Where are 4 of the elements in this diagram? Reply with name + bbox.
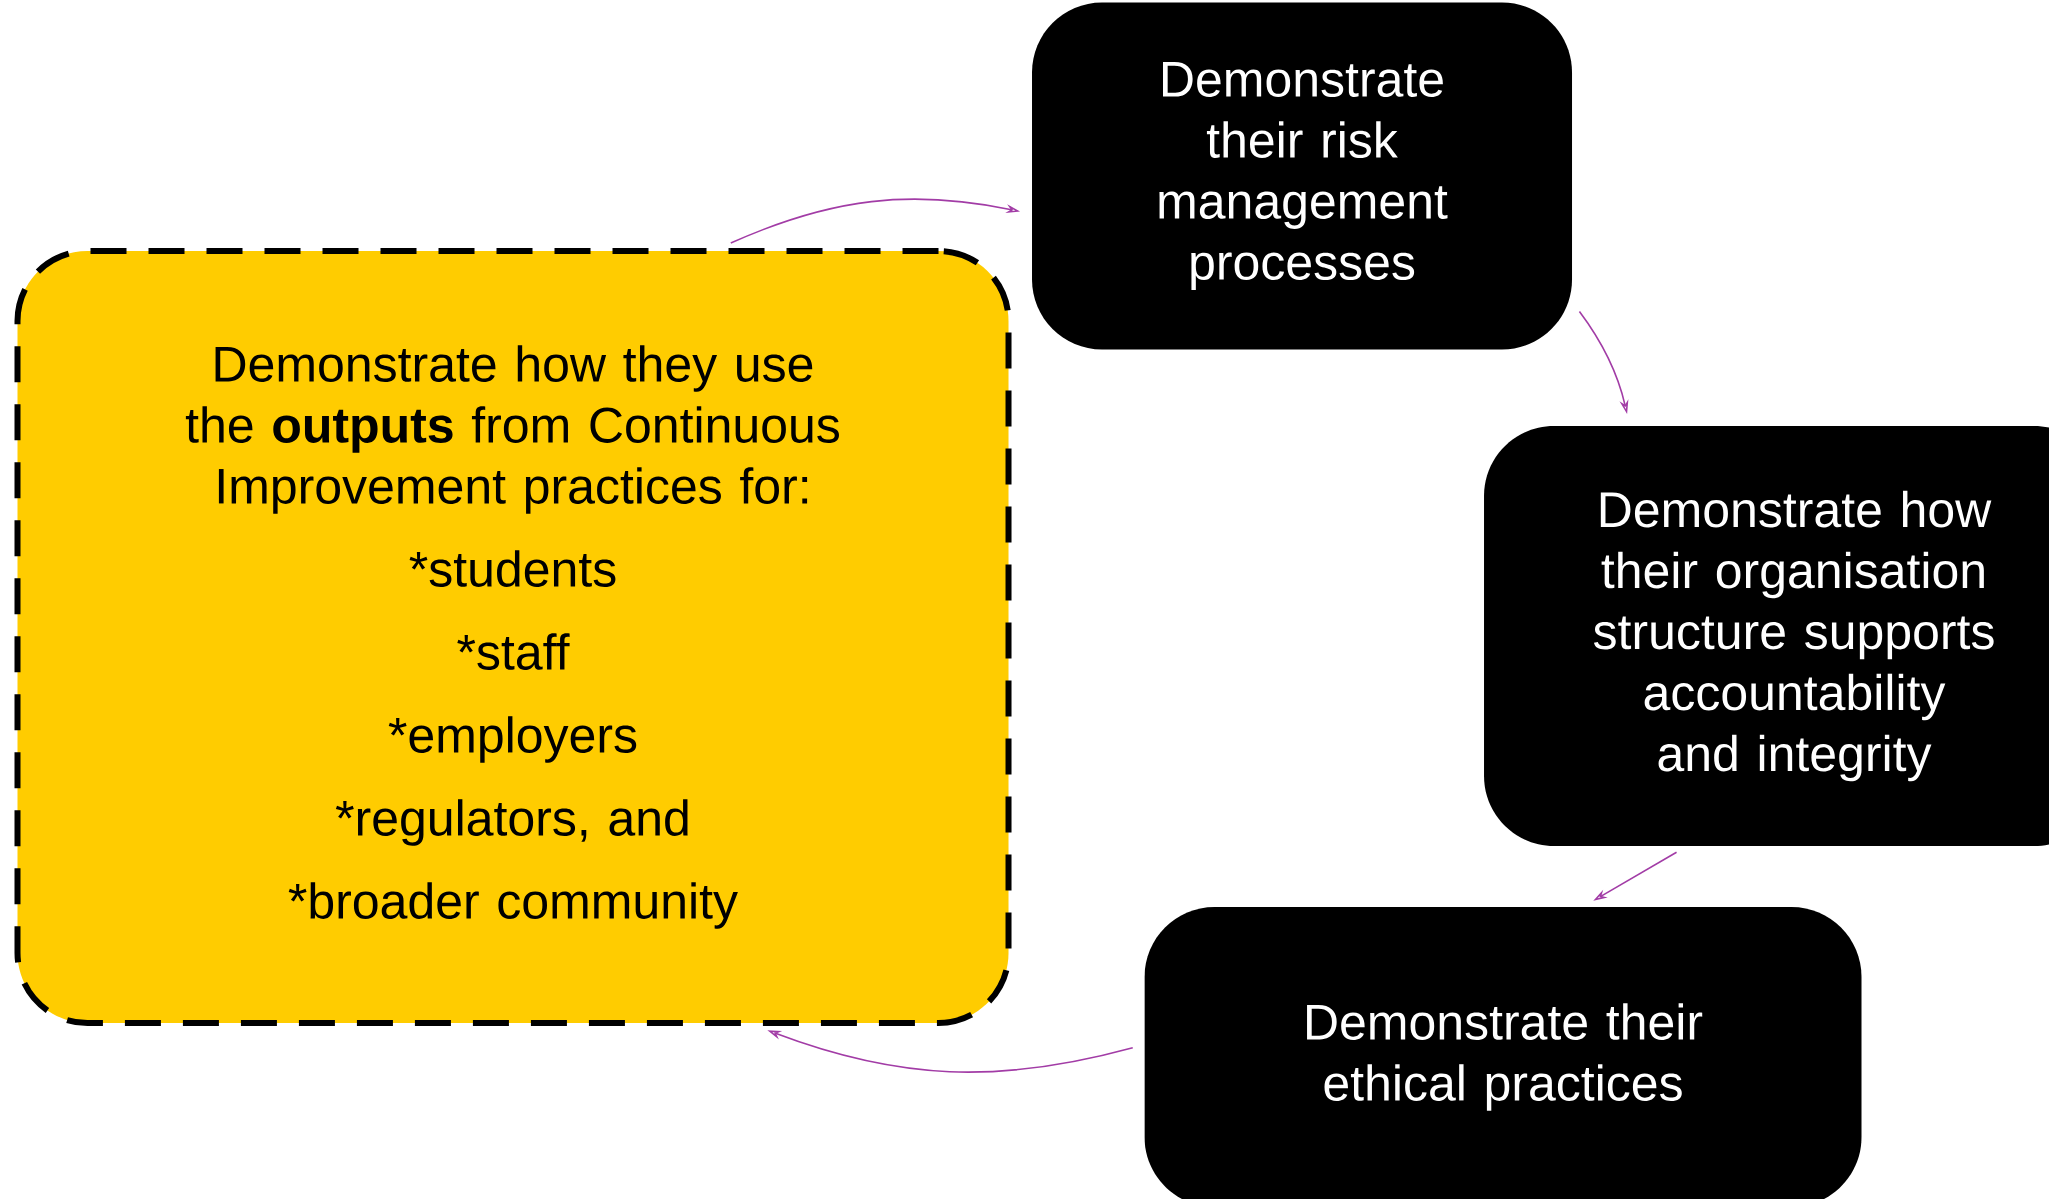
process-box: Demonstrate their risk management processes: [1032, 2, 1572, 350]
process-box: Demonstrate how their organisation structure supports accountability and integrity: [1484, 426, 2049, 846]
process-box: Demonstrate their ethical practices: [1144, 907, 1862, 1199]
note-box: Demonstrate how they use the outputs from Continuous Improvement practices for: *students *staff *employers *regulators, and *broader community: [14, 248, 1012, 1026]
